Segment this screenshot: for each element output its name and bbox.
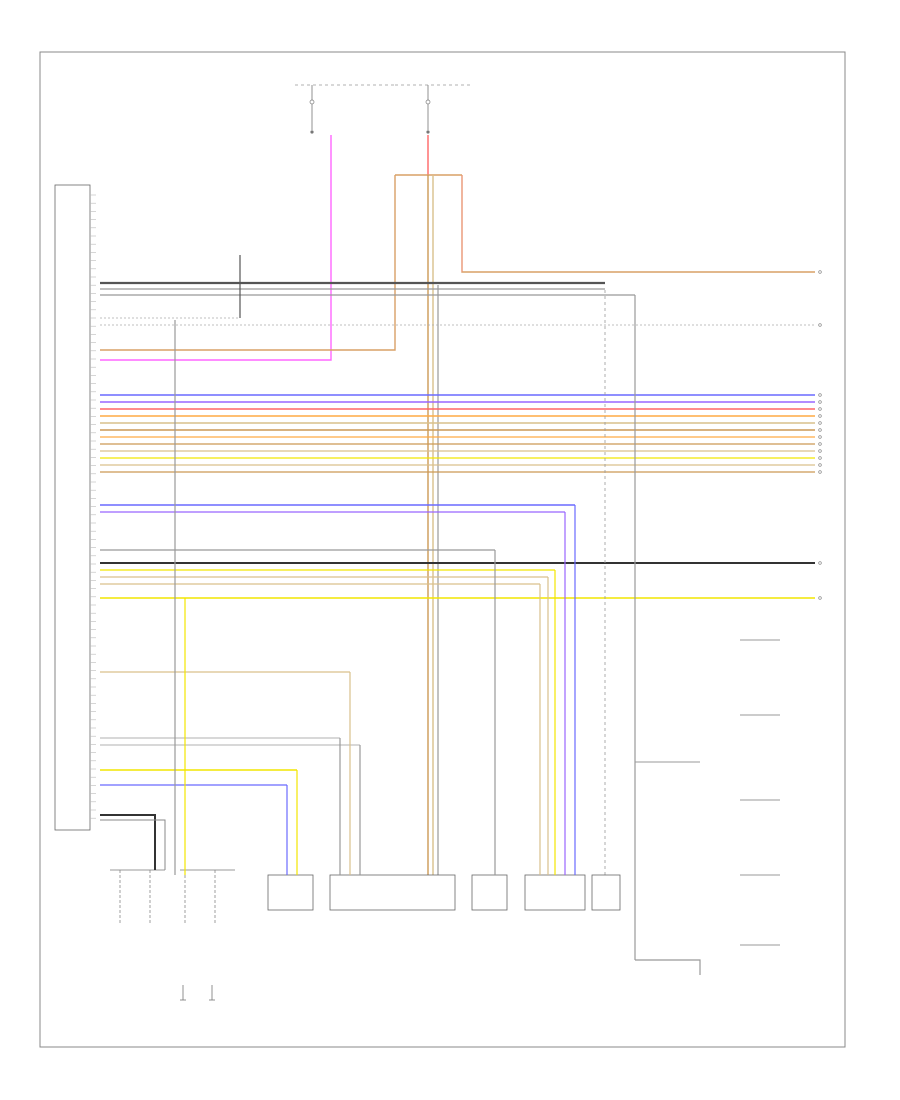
module-pin-ticks (90, 194, 96, 819)
drop-wire-module (100, 814, 156, 870)
connector-end (818, 561, 822, 565)
harness-wires (100, 270, 822, 786)
connector-end (818, 270, 822, 274)
connector-end (818, 393, 822, 397)
diagram-border (39, 51, 846, 1048)
wire-pink-feed (100, 135, 332, 361)
wire-gray-bottom-right (635, 959, 701, 975)
connector-end (818, 596, 822, 600)
connector-end (818, 428, 822, 432)
bottom-module-right (524, 874, 586, 911)
connector-end (818, 456, 822, 460)
connector-end (818, 442, 822, 446)
wire-tan-bus-left (100, 175, 396, 351)
bottom-module-left (267, 874, 314, 911)
connector-end (818, 421, 822, 425)
connector-end (818, 414, 822, 418)
fuse-block-right (395, 84, 470, 134)
connector-end (818, 400, 822, 404)
bottom-module-far-right (591, 874, 621, 911)
right-sensor-group (740, 639, 780, 946)
connector-end (818, 323, 822, 327)
connector-end (818, 407, 822, 411)
connector-end (818, 470, 822, 474)
drop-wire-module (100, 819, 166, 870)
control-module (54, 184, 91, 831)
lower-left-switch-group (110, 869, 235, 1001)
wire-tan-bus-right (461, 175, 815, 273)
bottom-module-mid (471, 874, 508, 911)
connector-end (818, 435, 822, 439)
bottom-drop-wires (100, 255, 576, 875)
connector-end (818, 463, 822, 467)
fuse-block-left (295, 84, 395, 134)
bottom-module-center (329, 874, 456, 911)
connector-end (818, 449, 822, 453)
